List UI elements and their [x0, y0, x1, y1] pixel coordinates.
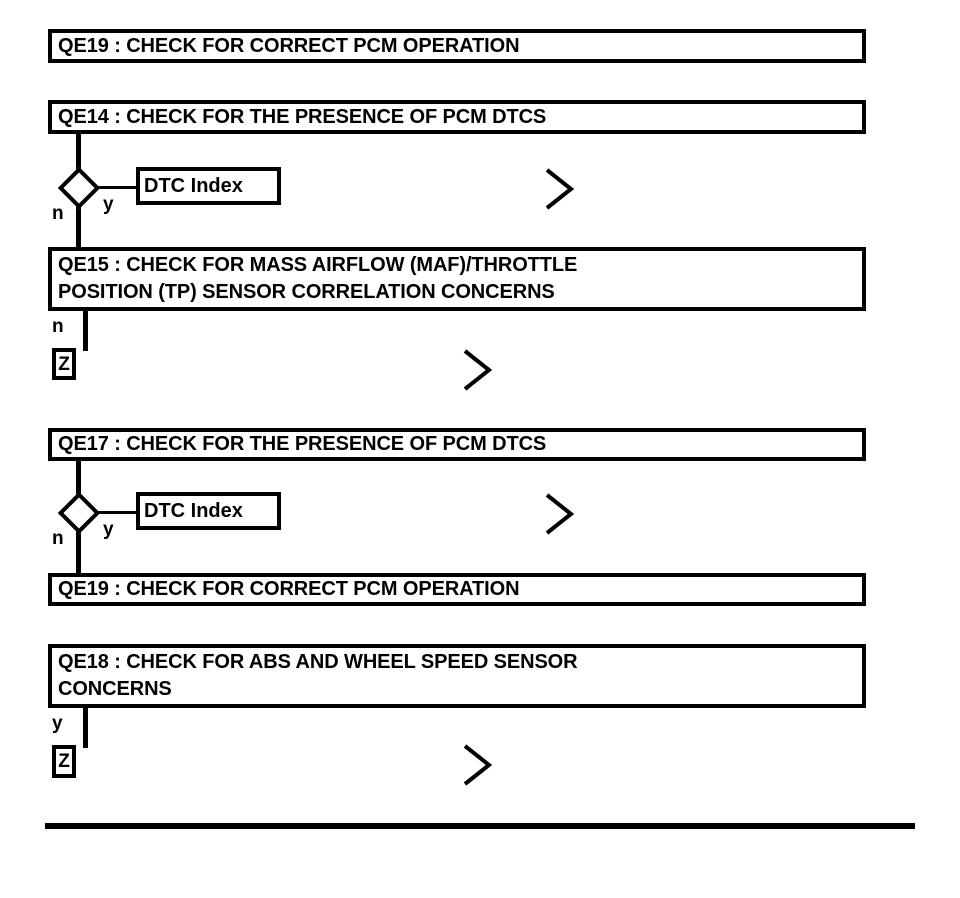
- page-link-chevron-4: [463, 744, 493, 786]
- branch-label-qe17-no: n: [52, 528, 64, 549]
- reference-box-dtc-index-2[interactable]: DTC Index: [136, 492, 281, 530]
- connector-qe14-to-decision: [76, 133, 81, 173]
- branch-label-qe18-yes: y: [52, 713, 63, 734]
- step-box-qe17[interactable]: QE17 : CHECK FOR THE PRESENCE OF PCM DTC…: [48, 428, 866, 461]
- step-label-qe14: QE14 : CHECK FOR THE PRESENCE OF PCM DTC…: [58, 105, 547, 128]
- reference-label-dtc-index-2: DTC Index: [144, 500, 243, 522]
- step-label-qe19-top: QE19 : CHECK FOR CORRECT PCM OPERATION: [58, 34, 520, 57]
- reference-box-dtc-index-1[interactable]: DTC Index: [136, 167, 281, 205]
- bottom-divider-rule: [45, 823, 915, 829]
- connector-tag-label-z-2: Z: [58, 751, 70, 772]
- branch-label-qe15-no: n: [52, 316, 64, 337]
- connector-qe15-no-to-tag-z1: [83, 311, 88, 351]
- step-label-qe15: QE15 : CHECK FOR MASS AIRFLOW (MAF)/THRO…: [58, 254, 578, 303]
- step-box-qe15[interactable]: QE15 : CHECK FOR MASS AIRFLOW (MAF)/THRO…: [48, 247, 866, 311]
- step-box-qe19-bottom[interactable]: QE19 : CHECK FOR CORRECT PCM OPERATION: [48, 573, 866, 606]
- connector-tag-label-z-1: Z: [58, 353, 70, 375]
- diamond-shape: [57, 491, 101, 535]
- branch-label-qe14-yes: y: [103, 194, 114, 215]
- step-label-qe19-bottom: QE19 : CHECK FOR CORRECT PCM OPERATION: [58, 578, 520, 601]
- branch-label-qe14-no: n: [52, 203, 64, 224]
- diamond-shape: [57, 166, 101, 210]
- step-box-qe14[interactable]: QE14 : CHECK FOR THE PRESENCE OF PCM DTC…: [48, 100, 866, 134]
- connector-qe18-yes-to-tag-z2: [83, 708, 88, 748]
- connector-tag-z-1[interactable]: Z: [52, 348, 76, 380]
- connector-qe17-no-to-qe19: [76, 528, 81, 575]
- page-link-chevron-2: [463, 349, 493, 391]
- reference-label-dtc-index-1: DTC Index: [144, 175, 243, 197]
- branch-label-qe17-yes: y: [103, 519, 114, 540]
- decision-diamond-qe14[interactable]: [57, 166, 101, 210]
- step-box-qe19-top[interactable]: QE19 : CHECK FOR CORRECT PCM OPERATION: [48, 29, 866, 63]
- connector-tag-z-2[interactable]: Z: [52, 745, 76, 778]
- connector-qe17-to-decision: [76, 460, 81, 500]
- connector-qe17-yes-to-dtc-index: [94, 511, 140, 514]
- decision-diamond-qe17[interactable]: [57, 491, 101, 535]
- step-label-qe18: QE18 : CHECK FOR ABS AND WHEEL SPEED SEN…: [58, 651, 578, 700]
- step-box-qe18[interactable]: QE18 : CHECK FOR ABS AND WHEEL SPEED SEN…: [48, 644, 866, 708]
- step-label-qe17: QE17 : CHECK FOR THE PRESENCE OF PCM DTC…: [58, 433, 547, 456]
- connector-qe14-no-to-qe15: [76, 203, 81, 249]
- page-link-chevron-3: [545, 493, 575, 535]
- page-link-chevron-1: [545, 168, 575, 210]
- connector-qe14-yes-to-dtc-index: [94, 186, 140, 189]
